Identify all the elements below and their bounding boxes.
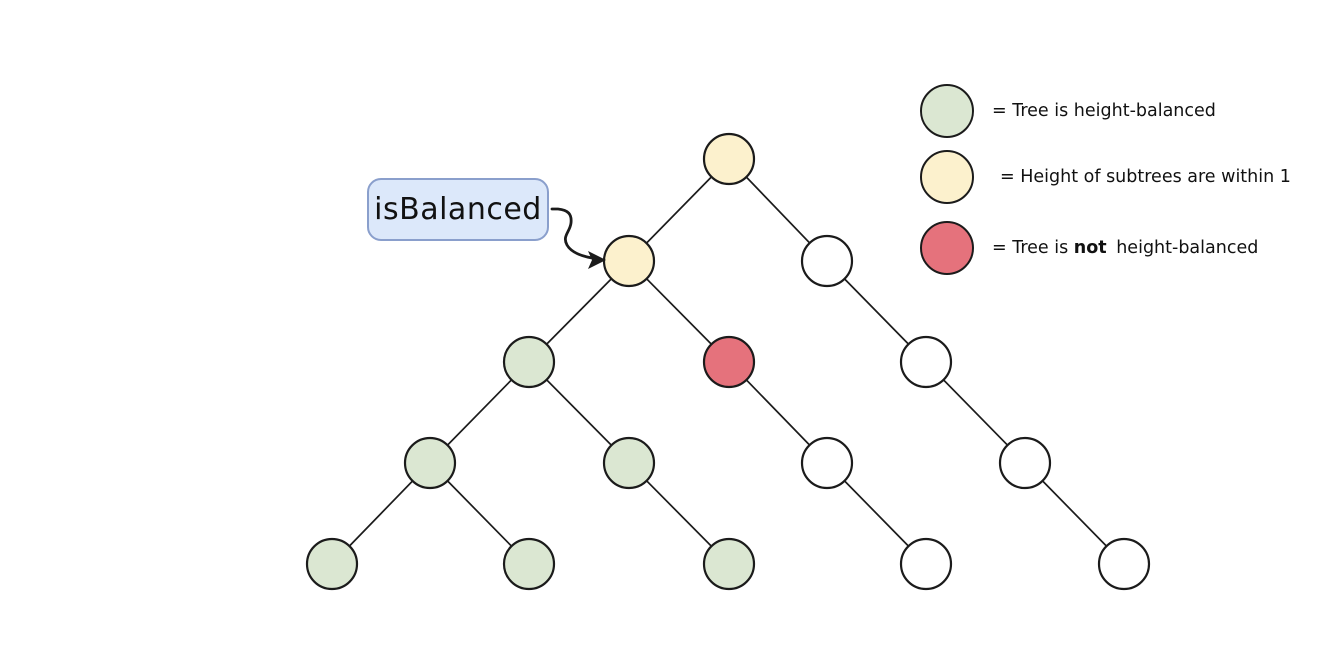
tree-node-L-within1 xyxy=(602,234,656,288)
tree-node-LLR-balanced xyxy=(602,436,656,490)
legend-text-part: = Height of subtrees are within 1 xyxy=(1000,167,1291,187)
unbalanced-color-swatch xyxy=(920,221,974,275)
legend-item-within1: = Height of subtrees are within 1 xyxy=(920,150,1295,204)
legend-item-balanced-label: = Tree is height-balanced xyxy=(992,101,1220,121)
balanced-color-swatch xyxy=(920,84,974,138)
legend-item-unbalanced-label: = Tree is not height-balanced xyxy=(992,238,1258,258)
tree-node-LRRR-unvisited xyxy=(899,537,953,591)
legend-item-balanced: = Tree is height-balanced xyxy=(920,84,1220,138)
tree-node-RRR-unvisited xyxy=(998,436,1052,490)
tree-node-LLRR-balanced xyxy=(702,537,756,591)
legend-item-unbalanced: = Tree is not height-balanced xyxy=(920,221,1258,275)
legend-text-part: = Tree is xyxy=(992,238,1074,258)
tree-node-LR-unbalanced xyxy=(702,335,756,389)
legend-item-within1-label: = Height of subtrees are within 1 xyxy=(1000,167,1295,187)
tree-node-LLL-balanced xyxy=(403,436,457,490)
tree-node-LL-balanced xyxy=(502,335,556,389)
tree-node-root-within1 xyxy=(702,132,756,186)
tree-node-LRR-unvisited xyxy=(800,436,854,490)
legend-text-part: height-balanced xyxy=(1110,238,1259,258)
isbalanced-arrowhead-icon xyxy=(588,251,606,269)
tree-node-LLLR-balanced xyxy=(502,537,556,591)
isbalanced-label-text: isBalanced xyxy=(374,192,542,227)
tree-node-RR-unvisited xyxy=(899,335,953,389)
within1-color-swatch xyxy=(920,150,974,204)
isbalanced-arrow xyxy=(550,207,594,260)
tree-node-RRRR-unvisited xyxy=(1097,537,1151,591)
tree-node-R-unvisited xyxy=(800,234,854,288)
legend-text-bold xyxy=(1216,101,1220,121)
legend-text-part: = Tree is height-balanced xyxy=(992,101,1216,121)
isbalanced-label: isBalanced xyxy=(367,178,549,241)
legend-text-bold xyxy=(1291,167,1295,187)
tree-node-LLLL-balanced xyxy=(305,537,359,591)
legend-text-bold: not xyxy=(1073,238,1107,258)
